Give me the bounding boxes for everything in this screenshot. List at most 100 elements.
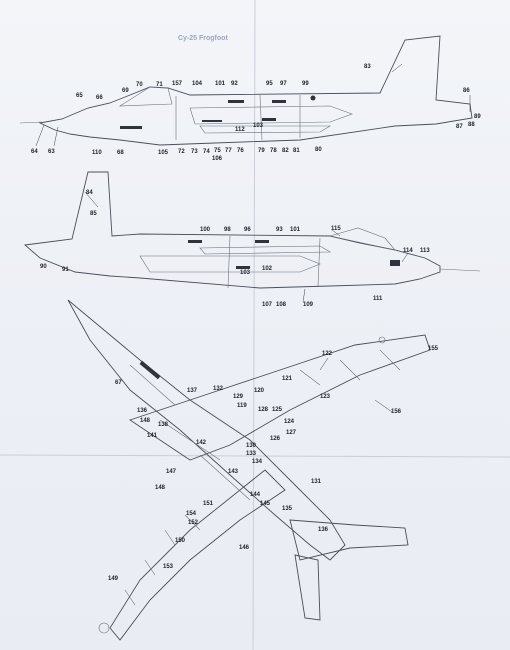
callout-number: 145 [260,501,271,507]
callout-number: 136 [318,527,329,533]
callout-number: 101 [290,227,301,233]
callout-number: 71 [156,82,163,88]
callout-number: 93 [276,227,283,233]
callout-number: 146 [239,545,250,551]
callout-number: 138 [158,422,169,428]
callout-number: 97 [280,81,287,87]
fold-line [252,0,256,650]
callout-number: 88 [468,122,475,128]
callout-number: 154 [186,511,197,517]
callout-number: 153 [163,564,174,570]
callout-number: 136 [137,408,148,414]
callout-number: 75 [214,148,221,154]
callout-number: 89 [474,114,481,120]
callout-number: 80 [315,147,322,153]
callout-number: 85 [90,211,97,217]
callouts-plan: 122 155 121 67 120 137 132 129 119 128 1… [108,346,439,582]
callout-number: 103 [253,123,264,129]
callout-number: 120 [254,388,265,394]
callout-number: 135 [282,506,293,512]
callout-number: 149 [108,576,119,582]
callout-number: 66 [96,95,103,101]
callout-number: 100 [200,227,211,233]
callout-number: 147 [166,469,177,475]
callout-number: 69 [122,88,129,94]
callout-number: 128 [258,407,269,413]
callout-number: 108 [276,302,287,308]
callout-number: 124 [284,419,295,425]
callout-number: 104 [192,81,203,87]
callout-number: 148 [155,485,166,491]
callout-number: 112 [235,127,245,133]
callout-number: 129 [233,394,244,400]
callout-number: 148 [140,418,151,424]
callout-number: 142 [196,440,207,446]
callout-number: 111 [373,296,383,302]
callout-number: 144 [250,492,261,498]
callout-number: 156 [391,409,402,415]
callout-number: 127 [286,430,297,436]
callout-number: 155 [428,346,439,352]
callout-number: 86 [463,88,470,94]
callout-number: 131 [311,479,322,485]
callout-number: 81 [293,148,300,154]
callout-number: 134 [252,459,263,465]
callout-number: 87 [456,124,463,130]
callout-number: 74 [203,149,210,155]
callout-number: 150 [175,538,186,544]
callout-number: 114 [403,248,413,254]
callout-number: 67 [115,380,122,386]
callout-number: 77 [225,148,232,154]
callout-number: 121 [282,376,293,382]
callout-number: 101 [215,81,226,87]
callout-number: 64 [31,149,38,155]
callout-number: 157 [172,81,183,87]
callout-number: 76 [237,148,244,154]
callouts-side-right: 84 85 100 98 96 93 101 115 114 113 90 91… [40,190,430,308]
callout-number: 95 [266,81,273,87]
callout-number: 65 [76,93,83,99]
callout-number: 141 [147,433,158,439]
callout-number: 78 [270,148,277,154]
callout-number: 110 [92,150,102,156]
sheet-header: Су-25 Frogfoot [178,35,228,42]
callout-number: 92 [231,81,238,87]
callout-number: 102 [262,266,273,272]
callout-number: 122 [322,351,333,357]
callout-number: 143 [228,469,239,475]
callout-number: 63 [48,149,55,155]
callout-number: 130 [246,443,257,449]
leader-lines [35,63,471,413]
callout-number: 83 [364,64,371,70]
callout-number: 132 [213,386,224,392]
callout-number: 103 [240,270,251,276]
callouts-side-left: 64 63 65 66 69 70 71 157 104 101 92 95 9… [31,64,481,162]
callout-number: 107 [262,302,273,308]
callout-number: 113 [420,248,430,254]
callout-number: 90 [40,264,47,270]
plan-view [67,299,431,641]
callout-number: 115 [331,226,341,232]
callout-number: 119 [237,403,247,409]
callout-number: 70 [136,82,143,88]
callout-number: 91 [62,267,69,273]
callout-number: 68 [117,150,124,156]
callout-number: 123 [320,394,331,400]
callout-number: 152 [188,520,199,526]
callout-number: 98 [224,227,231,233]
callout-number: 72 [178,149,185,155]
callout-number: 105 [158,150,169,156]
callout-number: 106 [212,156,223,162]
side-view-left [19,35,473,146]
callout-number: 84 [86,190,93,196]
callout-number: 79 [258,148,265,154]
callout-number: 137 [187,388,198,394]
callout-number: 133 [246,451,257,457]
side-view-right [23,171,481,289]
callout-number: 151 [203,501,214,507]
callout-number: 99 [302,81,309,87]
callout-number: 96 [244,227,251,233]
fold-line [0,454,510,458]
